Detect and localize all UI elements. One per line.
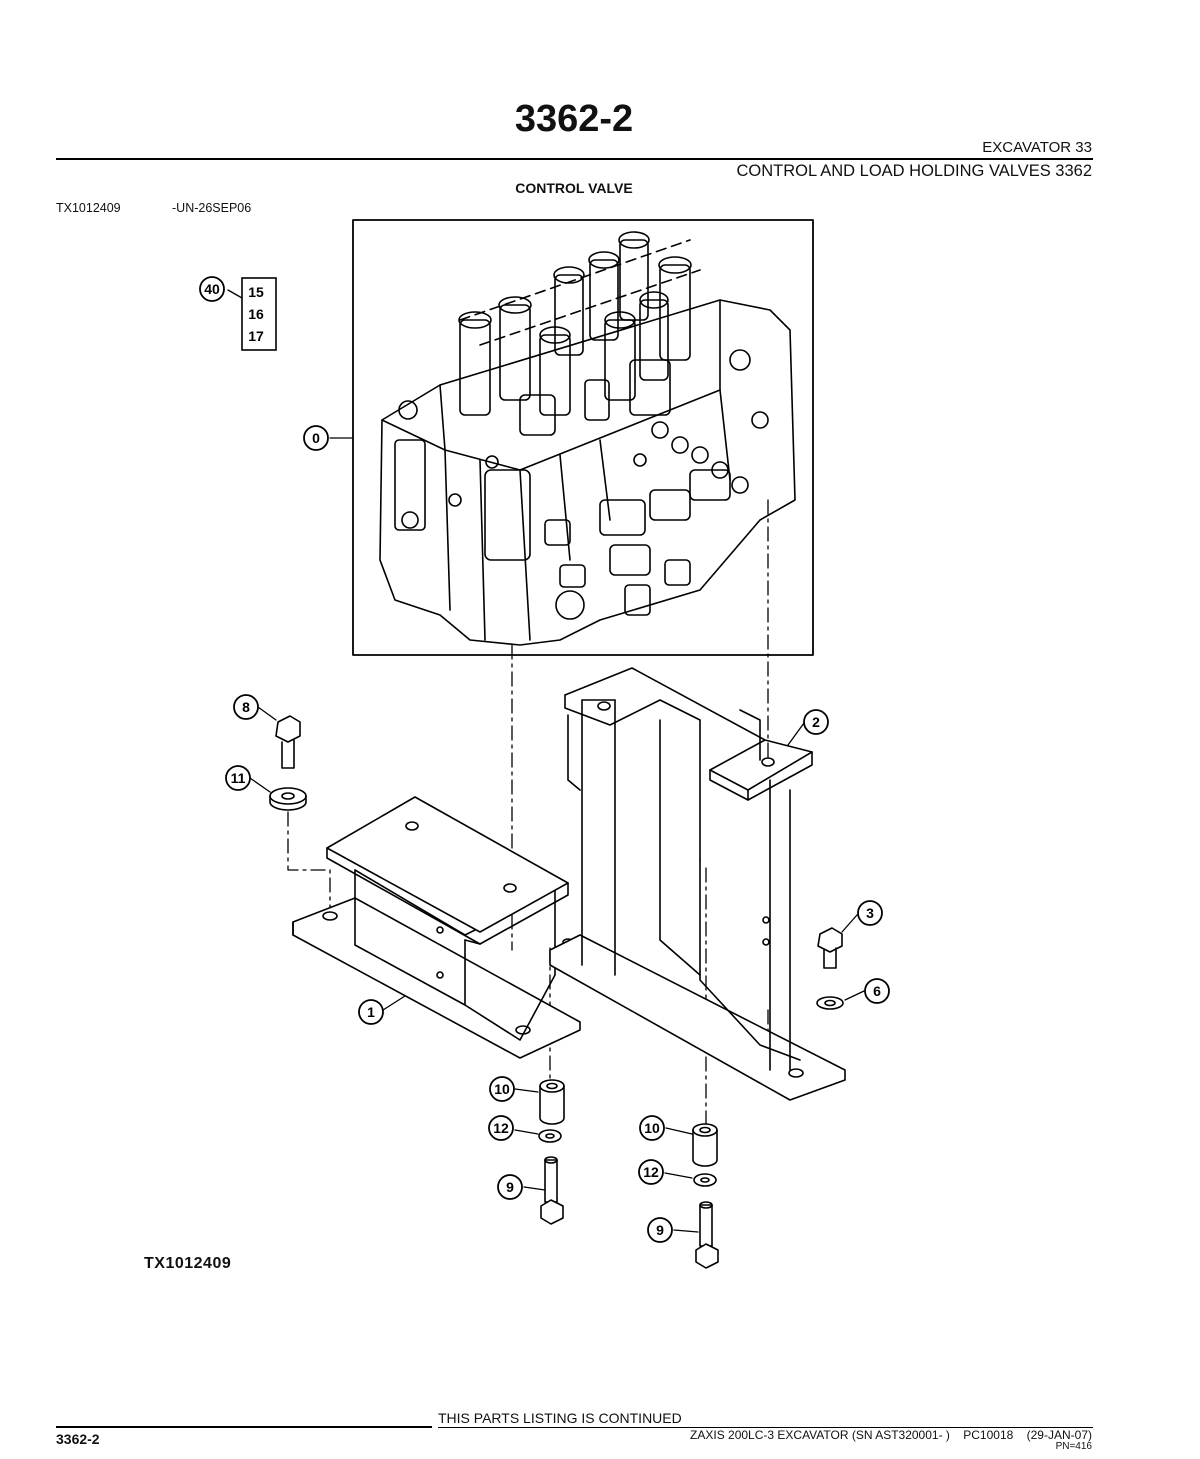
washer-part-11 xyxy=(269,787,307,811)
callout-label-10: 10 xyxy=(494,1081,510,1097)
footer-pn: PN=416 xyxy=(1055,1441,1092,1452)
washer-part-12-right xyxy=(693,1173,717,1187)
callout-label-3: 3 xyxy=(866,905,874,921)
bolt-part-3 xyxy=(817,927,843,969)
callout-label-11: 11 xyxy=(231,770,246,786)
footer-date: (29-JAN-07) xyxy=(1026,1428,1092,1442)
group-heading: EXCAVATOR 33 xyxy=(982,139,1092,156)
callout-label-40: 40 xyxy=(204,281,220,297)
figure-code: -UN-26SEP06 xyxy=(172,201,252,215)
callout-2 xyxy=(803,709,829,735)
callout-8 xyxy=(233,694,259,720)
callout-label-2: 2 xyxy=(812,714,820,730)
control-valve-frame xyxy=(352,219,814,656)
footer-catalog: PC10018 xyxy=(963,1428,1014,1442)
callout-label-9: 9 xyxy=(656,1222,664,1238)
callout-12-right xyxy=(638,1159,664,1185)
callout-label-12: 12 xyxy=(643,1164,659,1180)
callout-label-8: 8 xyxy=(242,699,250,715)
callout-0 xyxy=(303,425,329,451)
continued-note: THIS PARTS LISTING IS CONTINUED xyxy=(438,1410,682,1426)
callout-9-right xyxy=(647,1217,673,1243)
callout-label-9: 9 xyxy=(506,1179,514,1195)
callout-1 xyxy=(358,999,384,1025)
callout-label-10: 10 xyxy=(644,1120,660,1136)
bracket-part-1 xyxy=(292,796,581,1059)
figure-id: TX1012409 xyxy=(56,201,121,215)
bolt-part-9-left xyxy=(540,1156,564,1225)
kit-item-15: 15 xyxy=(248,284,264,300)
control-valve-illustration xyxy=(379,231,796,646)
washer-part-6 xyxy=(816,996,844,1010)
subgroup-heading: CONTROL AND LOAD HOLDING VALVES 3362 xyxy=(736,162,1092,180)
section-heading: CONTROL VALVE xyxy=(515,180,633,196)
callout-10-left xyxy=(489,1076,515,1102)
figure-label: TX1012409 xyxy=(144,1255,232,1272)
spacer-part-10-left xyxy=(539,1079,565,1125)
callout-label-1: 1 xyxy=(367,1004,375,1020)
spacer-part-10-right xyxy=(692,1123,718,1167)
callout-label-0: 0 xyxy=(312,430,320,446)
callout-9-left xyxy=(497,1174,523,1200)
callout-3 xyxy=(857,900,883,926)
callout-10-right xyxy=(639,1115,665,1141)
page-title: 3362-2 xyxy=(514,98,634,140)
continued-rule xyxy=(438,1427,1093,1428)
bolt-part-9-right xyxy=(695,1201,719,1269)
callout-label-6: 6 xyxy=(873,983,881,999)
callout-6 xyxy=(864,978,890,1004)
kit-box xyxy=(241,277,277,351)
page-number: 3362-2 xyxy=(56,1431,100,1447)
footer-model: ZAXIS 200LC-3 EXCAVATOR (SN AST320001- ) xyxy=(690,1428,950,1442)
washer-part-12-left xyxy=(538,1129,562,1143)
bolt-part-8 xyxy=(275,715,301,769)
header-rule xyxy=(56,158,1093,160)
callout-11 xyxy=(225,765,251,791)
kit-item-16: 16 xyxy=(248,306,264,322)
callout-12-left xyxy=(488,1115,514,1141)
footer-rule xyxy=(56,1426,432,1428)
kit-item-17: 17 xyxy=(248,328,264,344)
callout-label-12: 12 xyxy=(493,1120,509,1136)
footer-info: ZAXIS 200LC-3 EXCAVATOR (SN AST320001- )… xyxy=(690,1428,1092,1442)
bracket-part-2 xyxy=(549,667,846,1101)
callout-40 xyxy=(199,276,225,302)
